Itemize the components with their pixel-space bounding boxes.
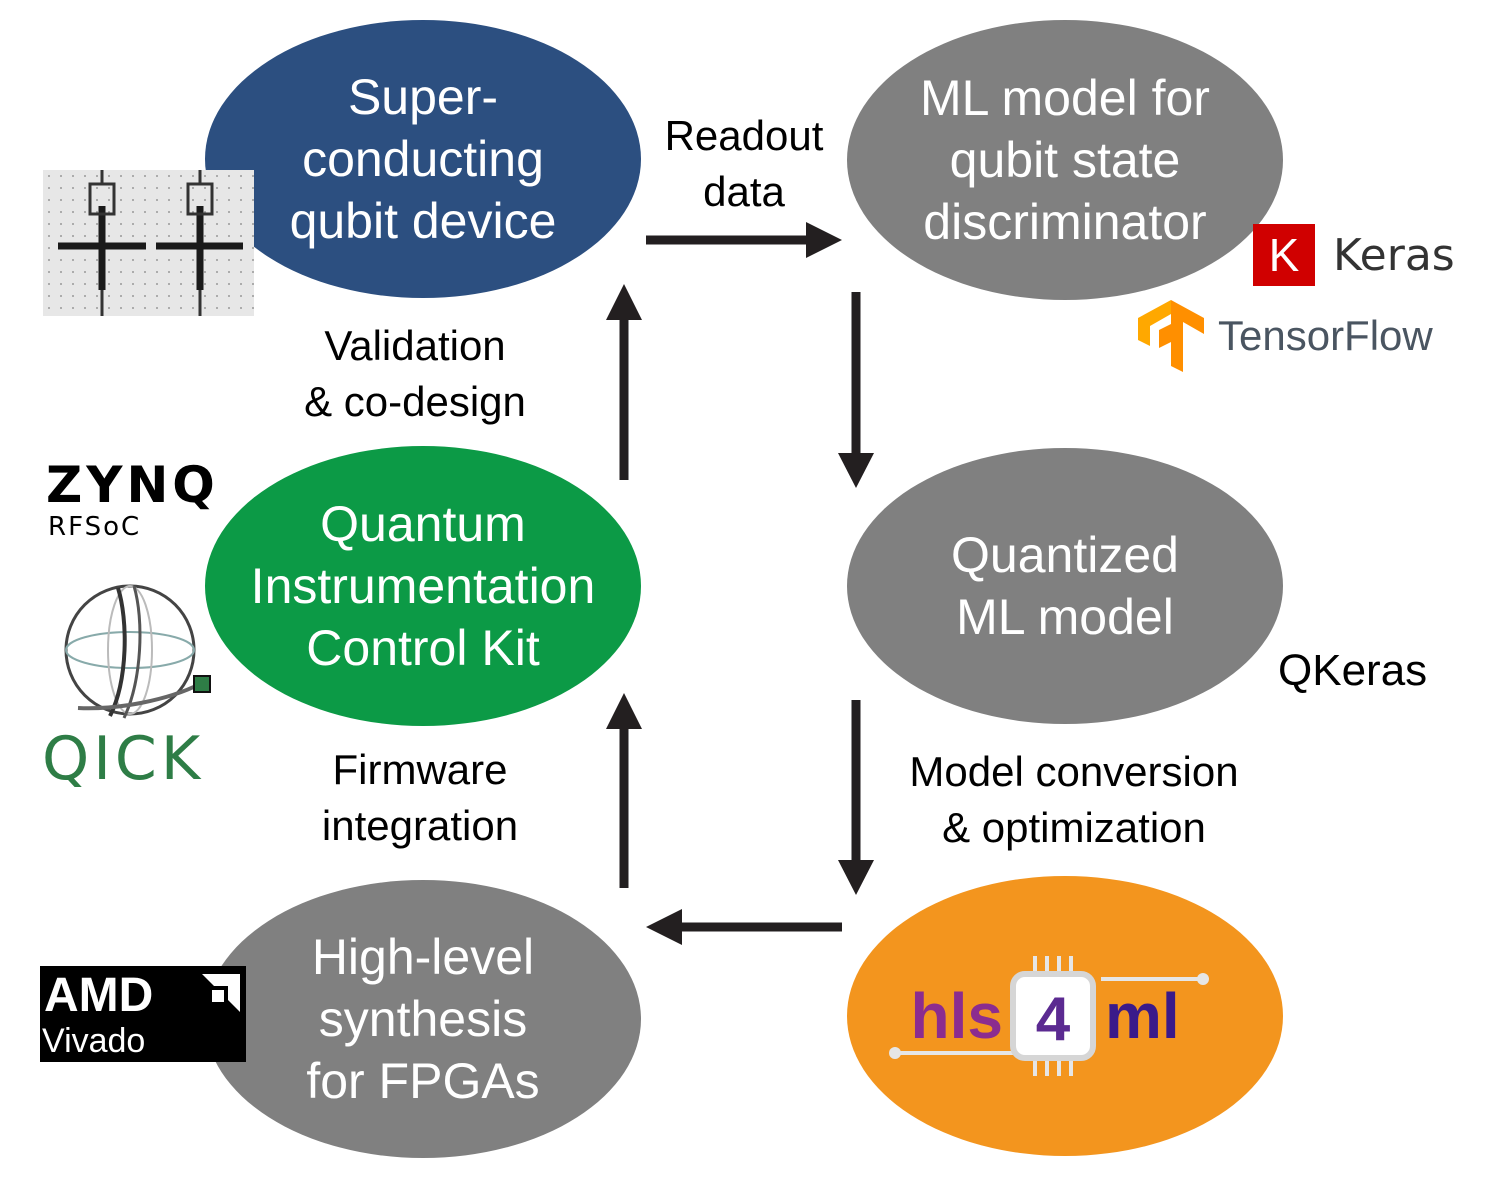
node-text: ML model — [956, 589, 1174, 645]
tensorflow-icon — [1138, 300, 1204, 372]
node-text: Control Kit — [306, 620, 540, 676]
label-text: integration — [321, 802, 519, 849]
hls4ml-right-text: ml — [1105, 980, 1180, 1052]
node-text: for FPGAs — [306, 1053, 540, 1109]
label-text: Readout — [664, 112, 824, 159]
node-text: qubit state — [949, 132, 1181, 188]
zynq-logo: ZYNQ RFSoC — [46, 456, 246, 546]
ml-model-node: ML model for qubit state discriminator — [847, 20, 1283, 300]
quantized-ml-node: Quantized ML model — [847, 448, 1283, 724]
arrow-readout — [646, 222, 842, 258]
label-text: & optimization — [942, 804, 1206, 851]
tensorflow-text: TensorFlow — [1218, 312, 1433, 359]
node-text: qubit device — [289, 193, 557, 249]
amd-text: AMD — [44, 969, 154, 1022]
node-text: Super- — [347, 69, 499, 125]
node-text: synthesis — [318, 991, 528, 1047]
arrow-to-qick — [606, 693, 642, 888]
keras-logo: K Keras — [1253, 224, 1473, 286]
hls4ml-chip-text: 4 — [1036, 985, 1071, 1054]
amd-vivado-logo: AMD Vivado — [40, 966, 246, 1062]
node-text: Quantized — [951, 527, 1179, 583]
arrow-to-hls — [646, 909, 842, 945]
label-text: Validation — [324, 322, 506, 369]
zynq-text: ZYNQ — [46, 456, 219, 514]
qick-text: QICK — [42, 724, 205, 794]
qick-node: Quantum Instrumentation Control Kit — [205, 446, 641, 726]
firmware-label: Firmware integration — [290, 742, 550, 854]
node-text: ML model for — [920, 70, 1210, 126]
node-text: conducting — [302, 131, 544, 187]
arrow-to-qubit — [606, 284, 642, 480]
label-text: data — [703, 168, 785, 215]
hls4ml-left-text: hls — [911, 980, 1003, 1052]
readout-label: Readout data — [644, 108, 844, 220]
node-text: Instrumentation — [250, 558, 596, 614]
arrow-to-quantized — [838, 292, 874, 488]
keras-text: Keras — [1333, 230, 1455, 281]
node-text: Quantum — [320, 496, 526, 552]
validation-label: Validation & co-design — [270, 318, 560, 430]
qubit-chip-image — [43, 170, 254, 316]
zynq-sub-text: RFSoC — [48, 512, 142, 542]
label-text: Firmware — [332, 746, 508, 793]
tensorflow-logo: TensorFlow — [1138, 300, 1468, 374]
node-text: High-level — [311, 929, 535, 985]
hls-fpga-node: High-level synthesis for FPGAs — [205, 880, 641, 1158]
conversion-label: Model conversion & optimization — [874, 744, 1274, 856]
label-text: Model conversion — [909, 748, 1239, 795]
amd-arrow-icon — [202, 974, 240, 1012]
node-text: discriminator — [923, 194, 1207, 250]
keras-badge: K — [1253, 224, 1315, 286]
qick-sphere-icon — [64, 584, 211, 719]
vivado-text: Vivado — [42, 1022, 146, 1060]
hls4ml-logo: 4 hls ml — [889, 956, 1209, 1076]
hls4ml-node: 4 hls ml — [847, 876, 1283, 1156]
arrow-to-hls4ml — [838, 700, 874, 895]
qkeras-label: QKeras — [1278, 646, 1428, 695]
label-text: & co-design — [304, 378, 526, 425]
qubit-device-node: Super- conducting qubit device — [205, 20, 641, 298]
